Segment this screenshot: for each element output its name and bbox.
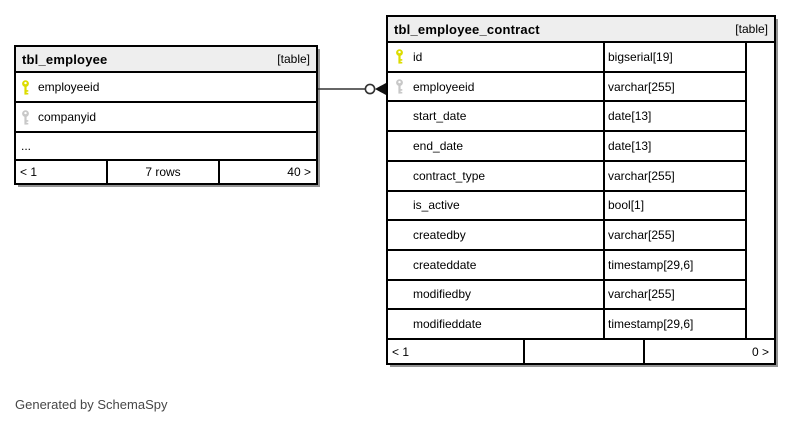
column-row: start_date date[13]: [388, 102, 745, 133]
table-type-badge: [table]: [277, 52, 310, 66]
column-list: id bigserial[19] employeeid varchar[255] sta…: [388, 43, 747, 339]
column-row: modifieddate timestamp[29,6]: [388, 310, 745, 339]
rows-count: 7 rows: [108, 161, 220, 183]
rows-count: [525, 340, 645, 363]
table-header[interactable]: tbl_employee_contract [table]: [388, 17, 774, 43]
table-title[interactable]: tbl_employee: [22, 51, 108, 67]
column-type: varchar[255]: [608, 287, 675, 302]
employee-table: tbl_employee [table] employeeid companyid…: [14, 45, 318, 185]
column-row: end_date date[13]: [388, 132, 745, 162]
key-icon-spacer: [395, 257, 404, 272]
column-name: id: [413, 49, 423, 64]
column-row: createddate timestamp[29,6]: [388, 250, 745, 281]
key-icon-spacer: [395, 168, 404, 183]
column-row: is_active bool[1]: [388, 191, 745, 222]
column-name-cell: end_date: [388, 132, 605, 160]
key-icon-spacer: [395, 287, 404, 302]
cardinality-circle-icon: [364, 83, 376, 95]
column-type: timestamp[29,6]: [608, 317, 694, 332]
column-row: createdby varchar[255]: [388, 221, 745, 251]
column-name: companyid: [38, 110, 97, 124]
foreign-key-icon: [395, 79, 404, 94]
column-name-cell: modifiedby: [388, 280, 605, 309]
column-name-cell: start_date: [388, 102, 605, 131]
table-header[interactable]: tbl_employee [table]: [16, 47, 316, 73]
column-name: is_active: [413, 198, 460, 213]
table-title[interactable]: tbl_employee_contract: [394, 21, 540, 37]
key-icon-spacer: [395, 198, 404, 213]
column-name: modifieddate: [413, 317, 482, 332]
column-list: employeeid companyid...: [16, 73, 316, 159]
column-row: employeeid: [16, 73, 316, 103]
column-name-cell: is_active: [388, 191, 605, 220]
column-name: employeeid: [38, 80, 100, 94]
column-name-cell: contract_type: [388, 161, 605, 190]
table-type-badge: [table]: [735, 22, 768, 36]
column-type: varchar[255]: [608, 228, 675, 243]
key-icon-spacer: [395, 109, 404, 124]
related-count-right: 40 >: [287, 165, 311, 179]
primary-key-icon: [21, 79, 30, 95]
column-name: createdby: [413, 228, 466, 243]
column-type: timestamp[29,6]: [608, 257, 694, 272]
primary-key-icon: [395, 49, 404, 64]
column-name-cell: id: [388, 43, 605, 71]
key-icon-spacer: [395, 138, 404, 153]
foreign-key-icon: [21, 109, 30, 125]
column-type: bigserial[19]: [608, 49, 673, 64]
column-row: employeeid varchar[255]: [388, 72, 745, 103]
column-type: varchar[255]: [608, 79, 675, 94]
table-footer: < 1 7 rows 40 >: [16, 159, 316, 183]
column-name: contract_type: [413, 168, 486, 183]
column-name: start_date: [413, 109, 467, 124]
generated-by-note: Generated by SchemaSpy: [15, 397, 168, 412]
key-icon-spacer: [395, 317, 404, 332]
column-row: companyid: [16, 103, 316, 133]
column-name-cell: createdby: [388, 221, 605, 249]
column-row: ...: [16, 133, 316, 159]
table-footer: < 1 0 >: [388, 338, 774, 363]
column-type: date[13]: [608, 138, 652, 153]
fk-arrow-icon: [375, 83, 386, 95]
column-row: contract_type varchar[255]: [388, 161, 745, 192]
column-name: employeeid: [413, 79, 475, 94]
column-name: createddate: [413, 257, 477, 272]
column-name: ...: [21, 139, 32, 153]
column-type: date[13]: [608, 109, 652, 124]
column-name: modifiedby: [413, 287, 472, 302]
column-name-cell: modifieddate: [388, 310, 605, 339]
relationship-anchor-column: [747, 43, 774, 338]
column-name-cell: employeeid: [388, 72, 605, 101]
related-count-left: < 1: [388, 340, 525, 363]
key-icon-spacer: [395, 228, 404, 243]
column-name-cell: createddate: [388, 250, 605, 279]
column-name: end_date: [413, 138, 464, 153]
column-type: bool[1]: [608, 198, 645, 213]
column-type: varchar[255]: [608, 168, 675, 183]
relationship-connector: [318, 83, 386, 95]
related-count-left: < 1: [16, 161, 108, 183]
column-row: id bigserial[19]: [388, 43, 745, 73]
column-row: modifiedby varchar[255]: [388, 280, 745, 311]
contract-table: tbl_employee_contract [table] id bigseria…: [386, 15, 776, 365]
related-count-right: 0 >: [751, 344, 769, 359]
